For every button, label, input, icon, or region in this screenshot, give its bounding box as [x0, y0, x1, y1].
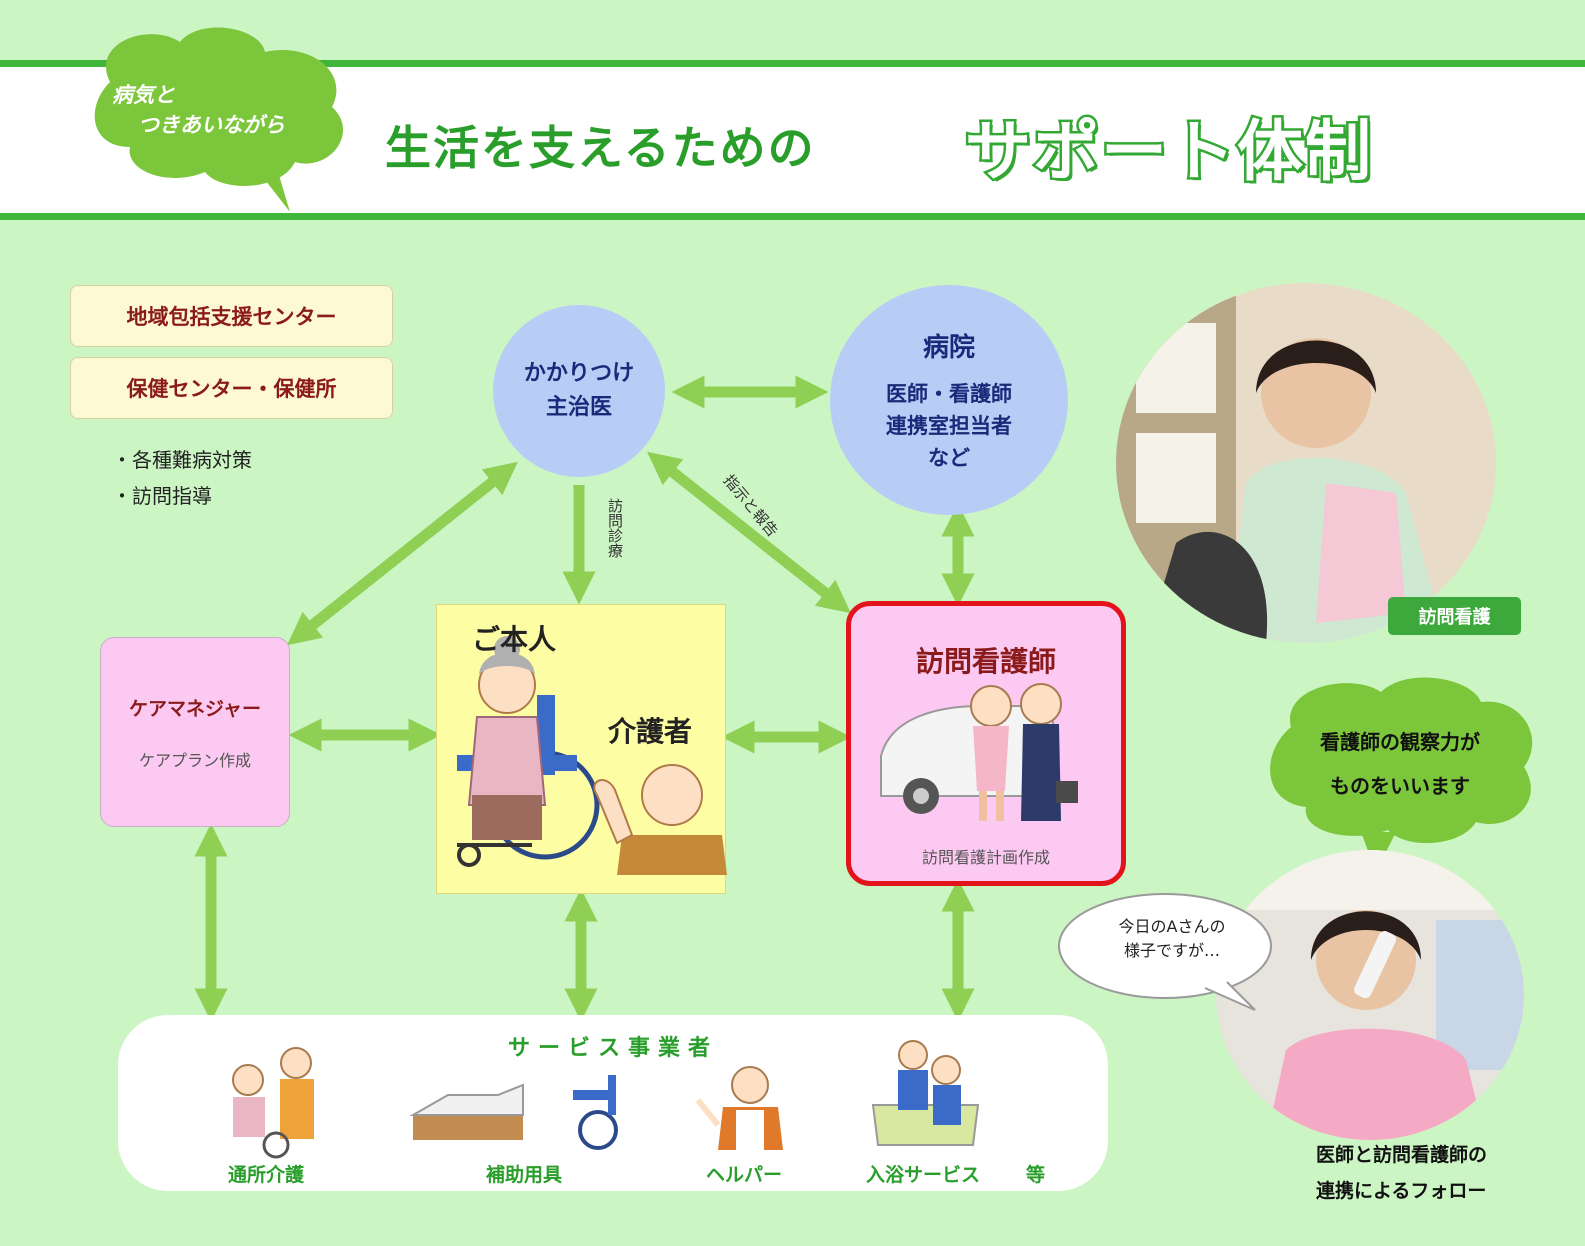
service-item: ヘルパー [706, 1164, 783, 1186]
page-title-emphasis: サポート体制 [963, 111, 1374, 193]
nurse-visit-photo [1116, 283, 1496, 643]
service-item: 補助用具 [486, 1164, 563, 1186]
nurse-visit-photo-image [1116, 283, 1496, 643]
doctor-line1: かかりつけ [523, 361, 635, 386]
caption-line1: 医師と訪問看護師の [1316, 1144, 1488, 1166]
service-illustrations [232, 1040, 980, 1159]
family-doctor-node: かかりつけ 主治医 [493, 305, 665, 477]
bullet-item: ・各種難病対策 [112, 448, 252, 472]
nurse-car-illustration [880, 683, 1078, 821]
speech-bubble-icon [1058, 893, 1272, 1011]
speech-bubble-text: 今日のAさんの 様子ですが… [1082, 915, 1262, 963]
caption-line2: 連携によるフォロー [1316, 1180, 1487, 1202]
hospital-node: 病院 医師・看護師 連携室担当者 など [830, 285, 1068, 515]
nurse-title: 訪問看護師 [915, 645, 1056, 678]
hospital-staff: 医師・看護師 連携室担当者 など [886, 378, 1012, 474]
patient-node [436, 604, 727, 894]
arrow-doctor-caremanager [287, 461, 518, 646]
patient-wheelchair-illustration [457, 636, 727, 875]
hospital-line2: 連携室担当者 [886, 413, 1012, 438]
patient-label: ご本人 [472, 623, 557, 656]
speech-line2: 様子ですが… [1123, 941, 1220, 960]
observe-message: 看護師の観察力が ものをいいます [1270, 720, 1530, 808]
observe-line2: ものをいいます [1330, 774, 1470, 798]
header-cloud-icon [94, 27, 344, 212]
doctor-line2: 主治医 [545, 395, 612, 420]
page-title: 生活を支えるための [385, 121, 816, 175]
arrow-doctor-nurse [647, 451, 851, 614]
nurse-phone-photo-image [1216, 850, 1524, 1140]
service-item: 入浴サービス [866, 1164, 981, 1186]
bullet-item: ・訪問指導 [112, 484, 212, 508]
care-manager-title: ケアマネジャー [128, 697, 262, 720]
nurse-sub: 訪問看護計画作成 [921, 848, 1050, 867]
hospital-line3: など [928, 445, 970, 470]
hospital-line1: 医師・看護師 [886, 381, 1012, 406]
header-tag-line2: つきあいながら [138, 113, 285, 137]
photo-caption: 医師と訪問看護師の 連携によるフォロー [1316, 1137, 1546, 1209]
care-manager-node: ケアマネジャー ケアプラン作成 [100, 637, 290, 827]
nurse-phone-photo [1216, 850, 1524, 1140]
nursing-badge: 訪問看護 [1388, 597, 1521, 635]
service-item: 通所介護 [228, 1164, 305, 1186]
header-tag-line1: 病気と [112, 83, 175, 107]
community-support-center: 地域包括支援センター [70, 285, 393, 347]
observe-line1: 看護師の観察力が [1320, 730, 1480, 754]
carer-label: 介護者 [608, 715, 693, 748]
service-providers-node [118, 1015, 1108, 1191]
service-item-etc: 等 [1026, 1164, 1046, 1186]
visiting-nurse-node [846, 601, 1126, 886]
header-tag: 病気と つきあいながら [112, 80, 332, 140]
arrow-label-visit: 訪問診療 [606, 498, 624, 558]
health-center: 保健センター・保健所 [70, 357, 393, 419]
hospital-title: 病院 [922, 332, 975, 363]
care-manager-sub: ケアプラン作成 [138, 750, 251, 770]
speech-line1: 今日のAさんの [1118, 917, 1226, 936]
services-title: サービス事業者 [507, 1036, 718, 1061]
